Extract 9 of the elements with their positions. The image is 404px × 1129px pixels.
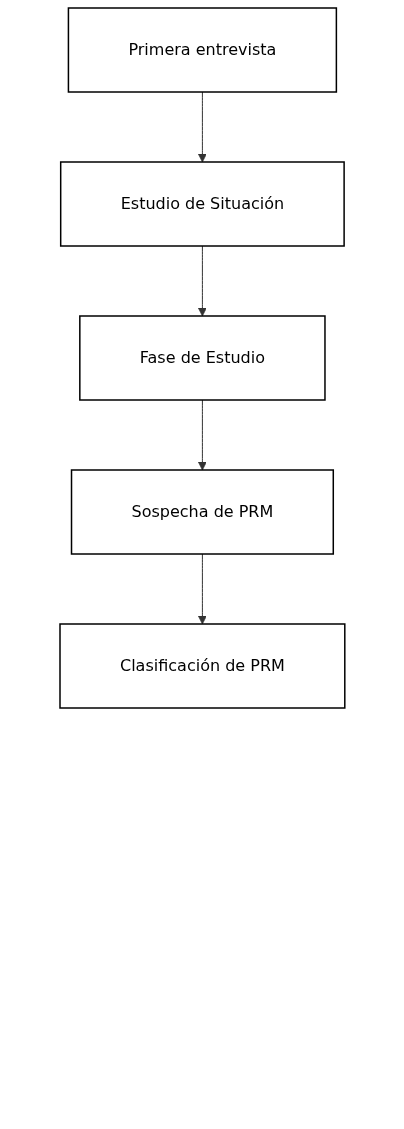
arrow bbox=[197, 91, 207, 163]
node-box: Fase de Estudio bbox=[78, 315, 326, 401]
arrow bbox=[197, 399, 207, 471]
arrow bbox=[197, 553, 207, 625]
arrow bbox=[197, 245, 207, 317]
node-box: Primera entrevista bbox=[67, 7, 337, 93]
node-box: Clasificación de PRM bbox=[58, 623, 346, 709]
node-box: Sospecha de PRM bbox=[70, 469, 334, 555]
node-box: Estudio de Situación bbox=[59, 161, 345, 247]
